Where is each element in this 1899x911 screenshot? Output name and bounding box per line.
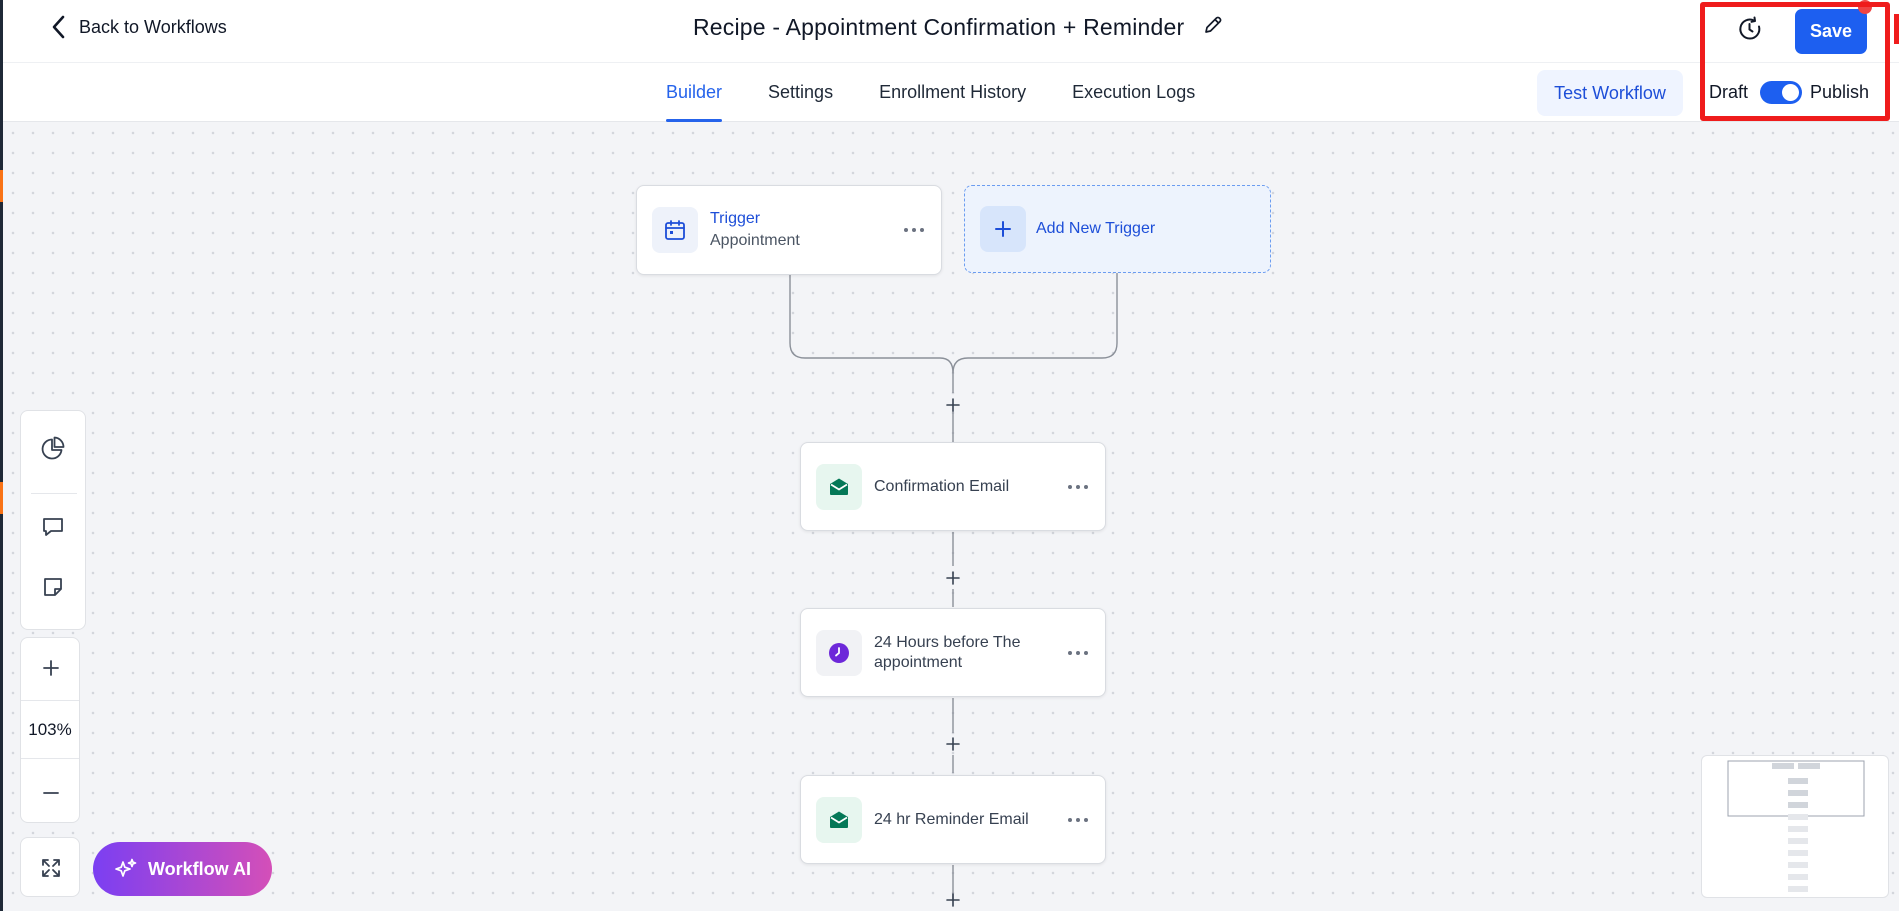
email-icon bbox=[830, 811, 848, 828]
toggle-knob bbox=[1782, 84, 1799, 101]
trigger-title: Trigger bbox=[710, 210, 761, 227]
fit-view-icon-wrap bbox=[33, 850, 69, 886]
add-step-button[interactable] bbox=[943, 734, 963, 754]
chevron-left-icon bbox=[52, 15, 65, 39]
expand-icon bbox=[42, 859, 60, 877]
plus-icon bbox=[995, 221, 1011, 237]
test-workflow-button[interactable]: Test Workflow bbox=[1537, 70, 1683, 116]
plus-icon bbox=[946, 398, 960, 412]
step-text: 24 hr Reminder Email bbox=[874, 810, 1029, 830]
step-icon-box bbox=[816, 629, 862, 676]
stats-button[interactable] bbox=[35, 431, 71, 467]
publish-toggle[interactable] bbox=[1760, 81, 1802, 104]
plus-icon bbox=[946, 893, 960, 907]
tab-builder[interactable]: Builder bbox=[643, 62, 745, 122]
fit-view-button[interactable] bbox=[20, 837, 80, 897]
edge-marker bbox=[0, 482, 3, 514]
step-label: 24 hr Reminder Email bbox=[874, 810, 1029, 828]
add-trigger-label: Add New Trigger bbox=[1036, 220, 1156, 237]
canvas-tools-panel bbox=[20, 410, 86, 630]
add-step-button[interactable] bbox=[943, 395, 963, 415]
tab-execution-logs[interactable]: Execution Logs bbox=[1072, 81, 1196, 102]
history-icon bbox=[1739, 16, 1761, 40]
canvas-minimap[interactable] bbox=[1701, 755, 1889, 898]
edit-title-button[interactable] bbox=[1202, 14, 1224, 41]
sticky-note-button[interactable] bbox=[35, 569, 71, 605]
minus-icon bbox=[43, 792, 59, 794]
clock-icon bbox=[829, 642, 849, 663]
sparkle-icon bbox=[115, 858, 137, 877]
zoom-level: 103% bbox=[28, 720, 72, 739]
zoom-divider bbox=[21, 758, 79, 759]
trigger-subtitle: Appointment bbox=[710, 232, 800, 249]
trigger-text: Trigger Appointment bbox=[710, 210, 800, 250]
step-node-wait[interactable]: 24 Hours before The appointment bbox=[800, 608, 1106, 697]
edge-marker bbox=[0, 170, 3, 202]
plus-icon bbox=[946, 571, 960, 585]
add-step-button[interactable] bbox=[943, 568, 963, 588]
add-trigger-icon-box bbox=[980, 206, 1026, 252]
more-options-icon[interactable] bbox=[1067, 484, 1089, 490]
step-node-reminder-email[interactable]: 24 hr Reminder Email bbox=[800, 775, 1106, 864]
back-label: Back to Workflows bbox=[79, 16, 227, 37]
highlight-edge bbox=[1894, 14, 1899, 44]
more-options-icon[interactable] bbox=[1067, 650, 1089, 656]
save-button[interactable]: Save bbox=[1795, 9, 1867, 54]
add-step-button[interactable] bbox=[943, 890, 963, 910]
left-edge bbox=[0, 0, 3, 911]
step-text: Confirmation Email bbox=[874, 477, 1009, 497]
step-icon-box bbox=[816, 463, 862, 510]
more-options-icon[interactable] bbox=[1067, 817, 1089, 823]
plus-icon bbox=[43, 660, 59, 676]
zoom-in-button[interactable] bbox=[33, 650, 69, 686]
zoom-out-button[interactable] bbox=[33, 775, 69, 811]
comment-icon bbox=[43, 518, 63, 536]
plus-icon bbox=[946, 737, 960, 751]
step-text: 24 Hours before The appointment bbox=[874, 633, 1044, 673]
header-divider bbox=[3, 62, 1899, 63]
back-to-workflows-link[interactable]: Back to Workflows bbox=[49, 14, 227, 40]
zoom-divider bbox=[21, 700, 79, 701]
add-new-trigger-button[interactable]: Add New Trigger bbox=[964, 185, 1271, 273]
top-header: Back to Workflows Recipe - Appointment C… bbox=[3, 0, 1899, 122]
version-history-button[interactable] bbox=[1735, 14, 1765, 44]
workflow-ai-button[interactable]: Workflow AI bbox=[93, 842, 272, 896]
step-label: 24 Hours before The appointment bbox=[874, 633, 1021, 671]
comments-button[interactable] bbox=[35, 509, 71, 545]
workflow-ai-label: Workflow AI bbox=[148, 858, 251, 879]
trigger-node[interactable]: Trigger Appointment bbox=[636, 185, 942, 275]
sticky-note-icon bbox=[44, 578, 62, 596]
tab-enrollment-history[interactable]: Enrollment History bbox=[879, 81, 1027, 102]
tools-divider bbox=[31, 493, 77, 494]
minimap-preview bbox=[1727, 760, 1865, 892]
workflow-title: Recipe - Appointment Confirmation + Remi… bbox=[693, 14, 1185, 40]
zoom-controls: 103% bbox=[20, 637, 80, 823]
trigger-icon-box bbox=[652, 207, 698, 253]
email-icon bbox=[830, 478, 848, 495]
pie-chart-icon bbox=[41, 436, 65, 460]
step-label: Confirmation Email bbox=[874, 477, 1010, 495]
workflow-canvas[interactable]: Trigger Appointment Add New Trigger Conf… bbox=[3, 123, 1899, 911]
publish-label: Publish bbox=[1810, 82, 1870, 102]
draft-label: Draft bbox=[1709, 82, 1749, 102]
step-node-confirmation-email[interactable]: Confirmation Email bbox=[800, 442, 1106, 531]
title-area: Recipe - Appointment Confirmation + Remi… bbox=[693, 14, 1224, 41]
pencil-icon bbox=[1205, 16, 1222, 33]
unsaved-indicator-dot bbox=[1858, 0, 1872, 14]
more-options-icon[interactable] bbox=[903, 227, 925, 233]
step-icon-box bbox=[816, 796, 862, 843]
workflow-tabs: Builder Settings Enrollment History Exec… bbox=[643, 62, 1218, 122]
calendar-icon bbox=[665, 220, 685, 240]
tab-settings[interactable]: Settings bbox=[768, 81, 834, 102]
